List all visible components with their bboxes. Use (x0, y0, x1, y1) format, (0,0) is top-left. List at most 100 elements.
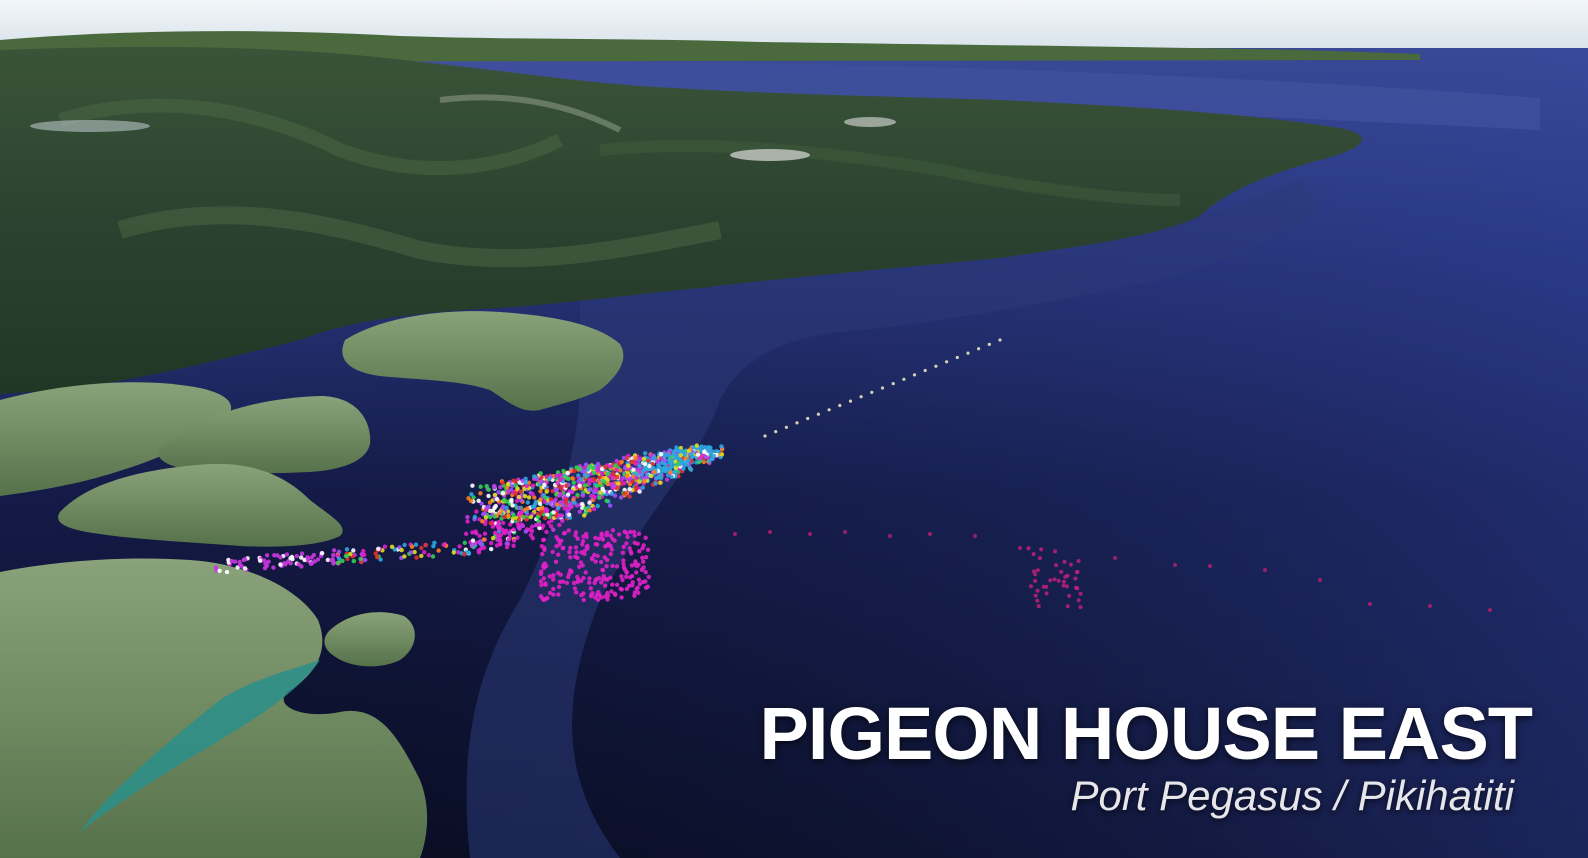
particle (608, 503, 613, 508)
location-subtitle: Port Pegasus / Pikihatiti (1070, 772, 1514, 819)
particle (632, 590, 637, 595)
particle (569, 504, 574, 509)
particle (535, 514, 541, 520)
particle (583, 473, 588, 478)
particle (626, 463, 631, 468)
particle (563, 500, 569, 506)
particle (462, 540, 467, 545)
particle (601, 573, 606, 579)
particle (600, 568, 606, 573)
particle (511, 478, 516, 483)
particle (602, 594, 608, 599)
particle (558, 472, 563, 478)
particle (888, 534, 892, 538)
particle (568, 545, 573, 551)
particle (610, 582, 615, 587)
particle (624, 574, 629, 579)
particle (1035, 588, 1040, 593)
particle (619, 587, 624, 592)
particle (515, 535, 520, 540)
particle (537, 525, 542, 531)
particle (578, 477, 584, 482)
particle (544, 489, 549, 494)
particle (621, 544, 626, 550)
particle (604, 530, 610, 535)
particle (526, 495, 532, 500)
particle (577, 564, 582, 569)
particle (264, 553, 270, 558)
particle (537, 522, 542, 527)
particle (470, 483, 475, 488)
particle (469, 543, 474, 548)
trail-dot (763, 434, 767, 438)
particle (643, 451, 648, 456)
particle (1067, 593, 1072, 598)
particle (666, 453, 672, 458)
particle (635, 585, 640, 590)
particle (1113, 556, 1117, 560)
particle (331, 552, 336, 558)
particle (681, 466, 686, 471)
particle (591, 477, 597, 482)
particle (928, 532, 932, 536)
particle (468, 498, 474, 504)
particle (554, 535, 559, 540)
particle (561, 545, 566, 551)
particle (613, 592, 618, 597)
particle (470, 538, 476, 543)
particle (480, 519, 485, 524)
particle (600, 486, 605, 492)
particle (590, 591, 595, 596)
particle (619, 574, 624, 579)
particle (476, 498, 481, 503)
particle (500, 491, 506, 496)
particle (1062, 559, 1067, 564)
particle (637, 549, 642, 554)
particle (423, 542, 428, 548)
particle (686, 448, 691, 454)
trail-dot (806, 416, 810, 421)
particle (505, 490, 511, 495)
particle (242, 566, 248, 571)
particle (389, 544, 395, 549)
particle (498, 542, 503, 547)
particle (564, 483, 569, 488)
particle (703, 454, 709, 459)
particle (477, 533, 482, 539)
particle (583, 570, 588, 575)
particle (630, 583, 635, 588)
particle (1053, 549, 1058, 554)
particle (547, 476, 552, 482)
particle (557, 579, 563, 584)
particle (492, 485, 497, 490)
trail-dot (848, 399, 853, 403)
particle (436, 548, 441, 553)
particle (1075, 586, 1080, 591)
particle (299, 551, 305, 556)
particle (545, 512, 550, 517)
particle (487, 500, 493, 505)
particle (610, 563, 615, 569)
particle (1488, 608, 1492, 612)
particle (843, 530, 847, 534)
trail-dot (795, 421, 799, 425)
particle (1029, 584, 1033, 589)
particle (582, 483, 588, 488)
particle (496, 527, 502, 532)
trail-dot (966, 351, 970, 355)
particle (542, 482, 547, 487)
particle (663, 467, 668, 472)
particle (1073, 576, 1078, 581)
particle (1064, 584, 1069, 589)
trail-dot (934, 364, 938, 368)
particle (647, 463, 652, 469)
particle (587, 500, 592, 505)
particle (609, 547, 615, 552)
particle (768, 530, 772, 534)
particle (643, 535, 648, 540)
particle (576, 577, 581, 582)
particle (598, 490, 603, 495)
particle (474, 531, 479, 536)
particle (506, 513, 511, 518)
trail-dot (945, 360, 949, 364)
